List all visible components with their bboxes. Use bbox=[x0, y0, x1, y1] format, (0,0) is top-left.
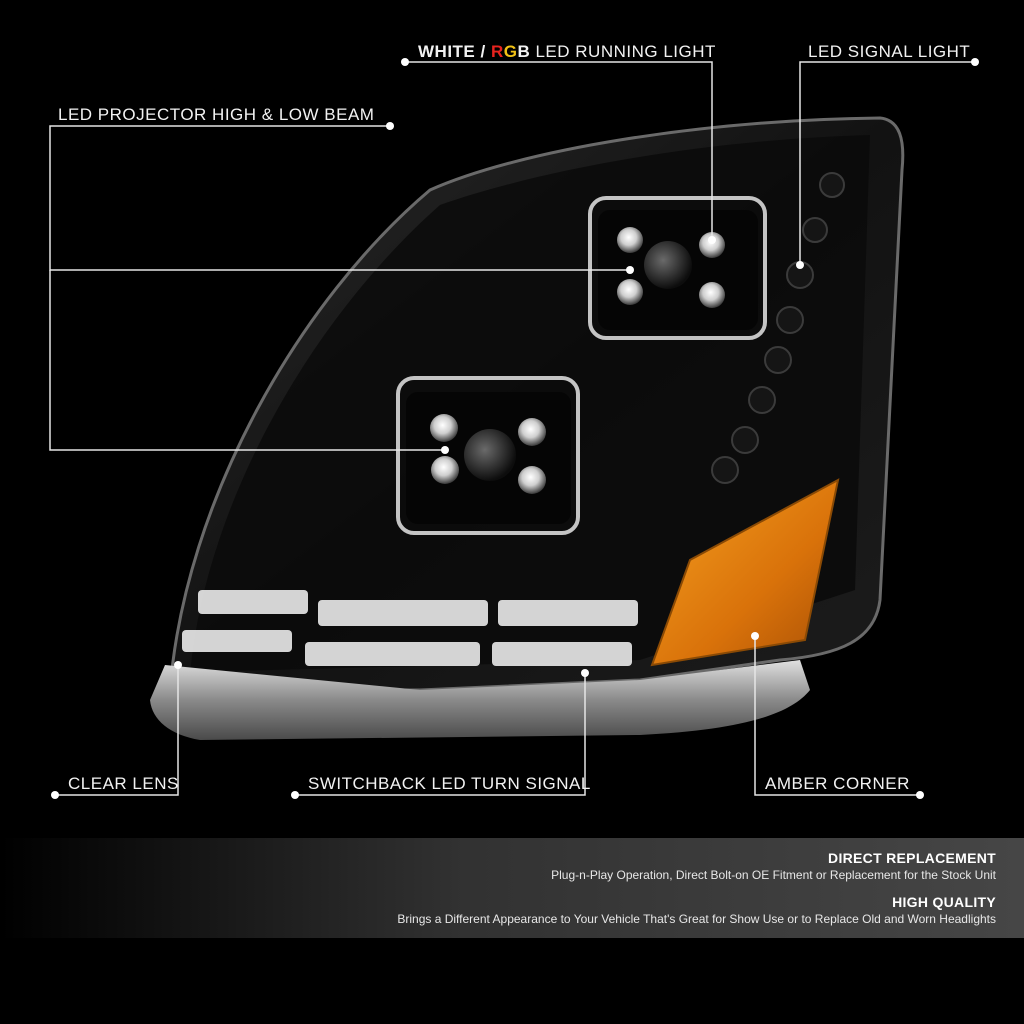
switchback-led-bars bbox=[182, 590, 638, 666]
upper-projector bbox=[588, 196, 767, 340]
feature-desc-1: Plug-n-Play Operation, Direct Bolt-on OE… bbox=[551, 868, 996, 882]
callout-amber-corner: AMBER CORNER bbox=[765, 774, 910, 793]
label-rgb-r: R bbox=[490, 42, 504, 61]
feature-title-2: HIGH QUALITY bbox=[892, 894, 996, 910]
label-rgb-g: G bbox=[503, 42, 518, 61]
callout-dots bbox=[51, 58, 979, 799]
feature-desc-2: Brings a Different Appearance to Your Ve… bbox=[397, 912, 996, 926]
callout-switchback: SWITCHBACK LED TURN SIGNAL bbox=[308, 774, 591, 793]
callout-running-light: WHITE / RGB LED RUNNING LIGHT bbox=[418, 42, 716, 62]
label-rgb-b: B bbox=[517, 42, 531, 61]
label-white: WHITE bbox=[418, 42, 476, 61]
signal-led-column bbox=[711, 172, 845, 484]
lower-projector bbox=[396, 376, 580, 535]
amber-corner bbox=[650, 478, 840, 667]
label-running-light-rest: LED RUNNING LIGHT bbox=[530, 42, 716, 61]
chrome-trim bbox=[150, 660, 810, 740]
callout-lines bbox=[49, 61, 975, 796]
callout-clear-lens: CLEAR LENS bbox=[68, 774, 179, 793]
label-slash: / bbox=[475, 42, 491, 61]
callout-projector: LED PROJECTOR HIGH & LOW BEAM bbox=[58, 105, 375, 124]
feature-title-1: DIRECT REPLACEMENT bbox=[828, 850, 996, 866]
feature-band: DIRECT REPLACEMENT Plug-n-Play Operation… bbox=[0, 838, 1024, 938]
callout-signal-light: LED SIGNAL LIGHT bbox=[808, 42, 971, 61]
